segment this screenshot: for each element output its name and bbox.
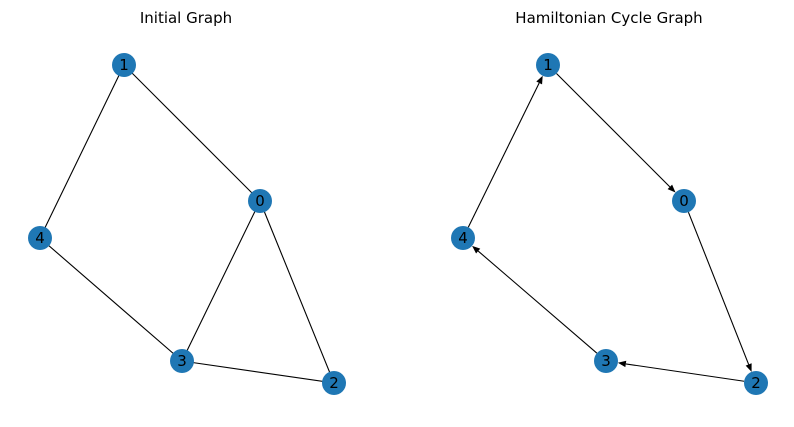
node-label-2: 2 [329, 374, 339, 392]
arrowhead-4-1 [536, 75, 543, 85]
node-4 [451, 226, 475, 250]
node-3 [594, 349, 618, 373]
node-label-0: 0 [679, 192, 689, 210]
arrowhead-2-3 [617, 360, 627, 368]
node-4 [28, 226, 52, 250]
node-2 [744, 371, 768, 395]
node-2 [322, 371, 346, 395]
node-0 [672, 189, 696, 213]
arrowhead-3-4 [472, 245, 481, 254]
initial-graph-panel: Initial Graph 0 1 2 3 4 [28, 9, 346, 395]
node-label-3: 3 [177, 352, 187, 370]
node-label-3: 3 [601, 352, 611, 370]
node-label-4: 4 [458, 229, 468, 247]
node-label-1: 1 [119, 56, 129, 74]
edge-layer [467, 73, 752, 382]
node-label-2: 2 [751, 374, 761, 392]
node-1 [536, 53, 560, 77]
edge-layer [39, 64, 335, 384]
edge-3-4 [477, 250, 598, 354]
node-3 [170, 349, 194, 373]
node-layer: 0 1 2 3 4 [451, 53, 768, 395]
edge-0-2 [687, 211, 750, 365]
node-layer: 0 1 2 3 4 [28, 53, 346, 395]
edge-0-2 [259, 200, 335, 384]
edge-1-0 [123, 64, 261, 202]
hamiltonian-cycle-panel: Hamiltonian Cycle Graph 0 1 2 3 4 [451, 9, 768, 395]
arrowhead-1-0 [667, 184, 676, 193]
edge-1-4 [39, 64, 125, 239]
panel-title: Initial Graph [140, 9, 232, 27]
node-label-1: 1 [543, 56, 553, 74]
node-0 [248, 189, 272, 213]
edge-0-3 [181, 200, 261, 362]
edge-2-3 [625, 363, 745, 382]
edge-4-1 [467, 82, 540, 228]
panel-title: Hamiltonian Cycle Graph [515, 9, 702, 27]
edge-4-3 [39, 237, 183, 362]
arrowhead-0-2 [745, 363, 752, 372]
node-1 [112, 53, 136, 77]
edge-3-2 [181, 360, 335, 384]
edge-1-0 [556, 73, 671, 188]
node-label-4: 4 [35, 229, 45, 247]
node-label-0: 0 [255, 192, 265, 210]
